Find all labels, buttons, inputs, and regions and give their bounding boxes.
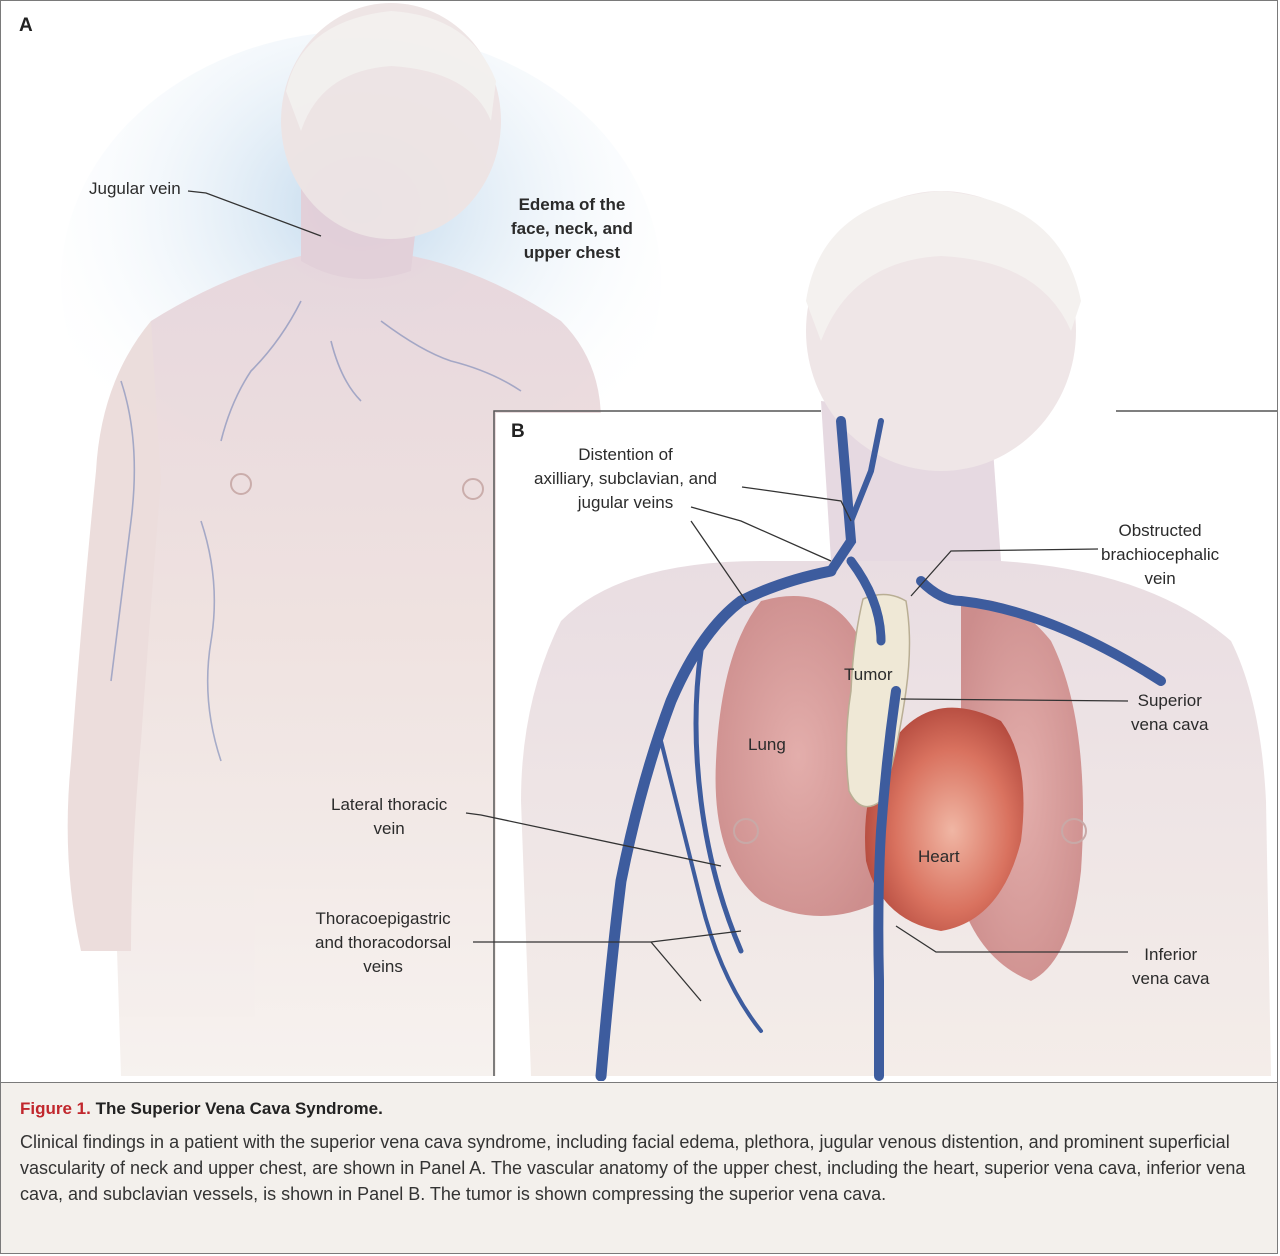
caption-title: Figure 1. The Superior Vena Cava Syndrom…	[20, 1097, 1257, 1121]
label-inferior-vena-cava: Inferior vena cava	[1132, 945, 1210, 988]
figure-number: Figure 1.	[20, 1099, 91, 1118]
label-lung: Lung	[748, 735, 786, 754]
label-lateral-thoracic-vein: Lateral thoracic vein	[331, 795, 448, 838]
label-superior-vena-cava: Superior vena cava	[1131, 691, 1209, 734]
label-edema: Edema of the face, neck, and upper chest	[511, 195, 633, 262]
heart	[865, 707, 1024, 931]
illustration: A B Jugular vein Edema of the face, neck…	[1, 1, 1277, 1081]
panel-a-letter: A	[19, 15, 33, 36]
figure-caption: Figure 1. The Superior Vena Cava Syndrom…	[1, 1082, 1277, 1253]
caption-body: Clinical findings in a patient with the …	[20, 1132, 1246, 1204]
figure-title: The Superior Vena Cava Syndrome.	[95, 1099, 383, 1118]
panel-b-figure	[496, 191, 1276, 1081]
label-heart: Heart	[918, 847, 960, 866]
leader-lines	[187, 190, 1129, 1002]
panel-b-letter: B	[511, 421, 525, 442]
label-thoracoepigastric: Thoracoepigastric and thoracodorsal vein…	[315, 909, 452, 976]
label-distention: Distention of axilliary, subclavian, and…	[534, 445, 717, 512]
panel-a-figure	[67, 3, 601, 1076]
anatomy-artwork	[61, 3, 1277, 1081]
label-obstructed-vein: Obstructed brachiocephalic vein	[1101, 521, 1220, 588]
label-tumor: Tumor	[844, 665, 893, 684]
label-jugular-vein: Jugular vein	[89, 179, 181, 198]
